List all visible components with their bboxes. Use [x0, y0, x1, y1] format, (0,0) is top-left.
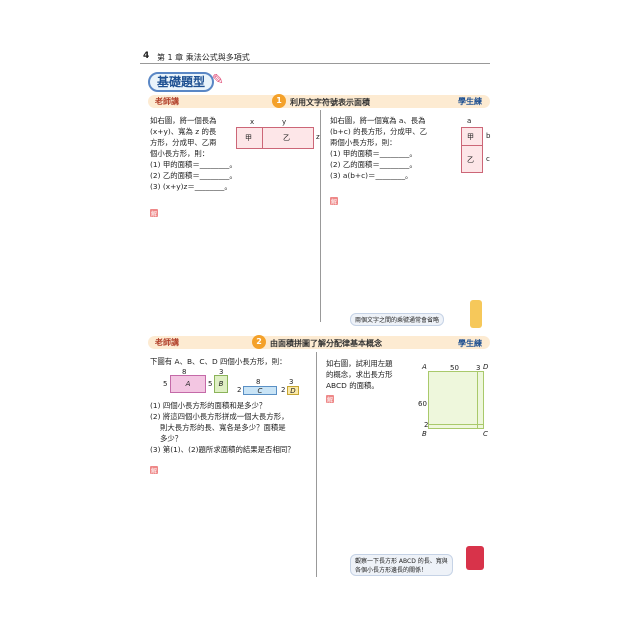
fig1-label-y: y: [282, 118, 287, 126]
rect-d: D: [287, 386, 299, 395]
rect-b-width: 3: [219, 368, 224, 376]
fig3-hsplit: [428, 424, 484, 425]
fig1-divider: [262, 127, 263, 149]
fig3-rect: [428, 371, 484, 429]
fig3-top-50: 50: [450, 364, 459, 372]
example2-questions: (1) 四個小長方形的面積和是多少？(2) 將這四個小長方形拼成一個大長方形， …: [150, 401, 295, 454]
hint-note-2: 觀察一下長方形 ABCD 的長、寬與各個小長方形邊長的關係！: [350, 554, 453, 576]
divider-2: [316, 352, 317, 577]
rect-c: C: [243, 386, 277, 395]
fig3-vsplit: [477, 371, 478, 429]
teacher-tag-1: 老師講: [155, 97, 179, 106]
fig1-rect: [236, 127, 314, 149]
example-number-2: 2: [252, 335, 266, 349]
fig1-label-x: x: [250, 118, 255, 126]
answer-icon-4: 解: [326, 395, 334, 404]
fig1-label-z: z: [316, 133, 320, 141]
example2-bar: [148, 336, 490, 349]
fig3-vertex-b: B: [422, 430, 427, 438]
answer-icon-3: 解: [150, 466, 158, 475]
rect-c-height: 2: [237, 386, 242, 394]
answer-icon-2: 解: [330, 197, 338, 206]
chapter-title: 第 1 章 乘法公式與多項式: [157, 53, 250, 62]
rect-d-width: 3: [289, 378, 294, 386]
rect-a-width: 8: [182, 368, 187, 376]
example1-right-text: 如右圖，將一個寬為 a、長為(b+c) 的長方形，分成甲、乙 兩個小長方形，則：…: [330, 116, 427, 180]
fig2-divider: [461, 145, 483, 146]
fig3-side-2: 2: [424, 421, 429, 429]
answer-icon-1: 解: [150, 209, 158, 218]
teacher-tag-2: 老師講: [155, 338, 179, 347]
rect-a-height: 5: [163, 380, 168, 388]
fig2-label-a: a: [467, 117, 472, 125]
example1-bar: [148, 95, 490, 108]
fig3-vertex-c: C: [483, 430, 488, 438]
fig2-label-q: 乙: [467, 156, 474, 164]
fig2-rect: [461, 127, 483, 173]
fig1-label-b: 乙: [283, 134, 290, 142]
fig2-label-b: b: [486, 132, 491, 140]
fig2-label-c: c: [486, 155, 490, 163]
pencil-mascot-icon: [470, 300, 482, 328]
fig3-vertex-d: D: [483, 363, 489, 371]
example-number-1: 1: [272, 94, 286, 108]
divider-1: [320, 110, 321, 322]
pencil-icon: ✎: [212, 72, 224, 88]
fig3-side-60: 60: [418, 400, 427, 408]
header-rule: [140, 63, 490, 64]
fig3-vertex-a: A: [422, 363, 427, 371]
rect-b-height: 5: [208, 380, 213, 388]
example2-title: 由面積拼圖了解分配律基本概念: [270, 339, 382, 348]
rect-c-width: 8: [256, 378, 261, 386]
example1-title: 利用文字符號表示面積: [290, 98, 370, 107]
rect-d-height: 2: [281, 386, 286, 394]
page-number: 4: [143, 51, 150, 61]
book-mascot-icon: [466, 546, 484, 570]
fig1-label-a: 甲: [245, 134, 252, 142]
student-tag-2: 學生練: [458, 339, 482, 348]
hint-note-1: 兩個文字之間的乘號通常會省略: [350, 313, 445, 326]
rect-b: B: [214, 375, 228, 393]
example1-left-text: 如右圖，將一個長為(x+y)、寬為 z 的長 方形，分成甲、乙兩個小長方形，則：…: [150, 116, 237, 191]
fig3-top-3: 3: [476, 364, 481, 372]
student-tag-1: 學生練: [458, 97, 482, 106]
section-badge: 基礎題型: [148, 72, 214, 92]
fig2-label-p: 甲: [467, 133, 474, 141]
rect-a: A: [170, 375, 206, 393]
example2-intro: 下圖有 A、B、C、D 四個小長方形，則：: [150, 357, 287, 366]
